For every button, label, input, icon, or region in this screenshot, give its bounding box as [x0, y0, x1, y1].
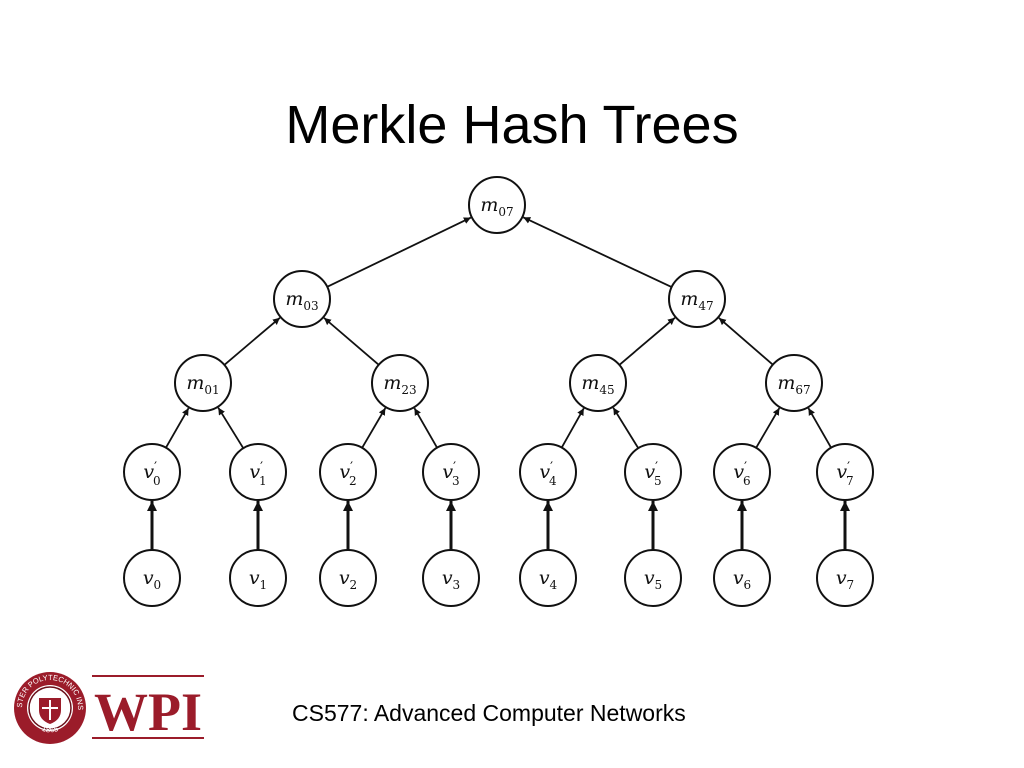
- node-circle: [123, 549, 181, 607]
- edge-m23-to-m03: [323, 317, 380, 366]
- node-circle: [765, 354, 823, 412]
- edge-vp6-to-m67: [755, 407, 781, 449]
- tree-node-m23: m23: [371, 354, 429, 412]
- edge-m67-to-m47: [718, 317, 774, 366]
- node-circle: [519, 549, 577, 607]
- edge-m45-to-m47: [618, 317, 676, 366]
- tree-node-v2: v2: [319, 549, 377, 607]
- node-label: v0: [143, 567, 161, 592]
- node-label: v′0: [143, 460, 160, 488]
- tree-node-m67: m67: [765, 354, 823, 412]
- node-circle: [713, 549, 771, 607]
- node-label: v′1: [249, 460, 266, 488]
- edge-vp7-to-m67: [807, 407, 832, 449]
- edge-m01-to-m03: [223, 317, 281, 366]
- node-circle: [519, 443, 577, 501]
- tree-node-vp4: v′4: [519, 443, 577, 501]
- node-circle: [624, 443, 682, 501]
- node-label: m03: [285, 288, 318, 313]
- node-label: m01: [186, 372, 219, 397]
- tree-node-vp0: v′0: [123, 443, 181, 501]
- node-label: v′5: [644, 460, 661, 488]
- footer-course-title: CS577: Advanced Computer Networks: [292, 700, 686, 726]
- node-label: v′6: [733, 460, 750, 488]
- slide-title: Merkle Hash Trees: [285, 95, 739, 155]
- tree-node-v5: v5: [624, 549, 682, 607]
- wpi-wordmark: WPI: [94, 682, 202, 742]
- node-circle: [229, 443, 287, 501]
- tree-node-v0: v0: [123, 549, 181, 607]
- tree-node-m45: m45: [569, 354, 627, 412]
- tree-node-v4: v4: [519, 549, 577, 607]
- node-label: v′3: [442, 460, 459, 488]
- node-label: m47: [680, 288, 713, 313]
- edge-vp3-to-m23: [413, 407, 438, 449]
- node-circle: [422, 443, 480, 501]
- edge-m03-to-m07: [326, 216, 472, 288]
- tree-node-vp6: v′6: [713, 443, 771, 501]
- node-circle: [371, 354, 429, 412]
- node-label: v4: [539, 567, 558, 592]
- tree-node-vp1: v′1: [229, 443, 287, 501]
- tree-node-m07: m07: [468, 176, 526, 234]
- tree-node-vp2: v′2: [319, 443, 377, 501]
- edge-vp2-to-m23: [361, 407, 387, 449]
- wpi-logo: WORCESTER POLYTECHNIC INSTITUTE 1865 WPI: [12, 670, 204, 744]
- node-label: v7: [836, 567, 854, 592]
- node-label: v5: [644, 567, 662, 592]
- edge-vp5-to-m45: [612, 407, 640, 449]
- edge-vp4-to-m45: [560, 407, 585, 449]
- tree-node-m01: m01: [174, 354, 232, 412]
- node-circle: [273, 270, 331, 328]
- tree-node-m03: m03: [273, 270, 331, 328]
- edge-vp1-to-m01: [217, 407, 245, 449]
- tree-node-v3: v3: [422, 549, 480, 607]
- node-circle: [174, 354, 232, 412]
- node-label: v′4: [539, 460, 557, 488]
- nodes-layer: m07 m03 m47 m01 m23 m45 m67 v′0 v′1 v′2 v′3 v′4 v′5 v…: [123, 176, 874, 607]
- merkle-tree-diagram: m07 m03 m47 m01 m23 m45 m67 v′0 v′1 v′2 v′3 v′4 v′5 v…: [123, 176, 874, 607]
- node-circle: [422, 549, 480, 607]
- edge-m47-to-m07: [522, 216, 673, 288]
- node-circle: [668, 270, 726, 328]
- node-circle: [816, 443, 874, 501]
- wpi-seal: WORCESTER POLYTECHNIC INSTITUTE 1865: [12, 670, 86, 744]
- node-circle: [319, 549, 377, 607]
- node-label: m23: [383, 372, 416, 397]
- node-circle: [319, 443, 377, 501]
- edge-vp0-to-m01: [165, 407, 190, 449]
- node-label: v′2: [339, 460, 356, 488]
- node-label: v3: [442, 567, 460, 592]
- tree-node-v6: v6: [713, 549, 771, 607]
- node-label: v2: [339, 567, 357, 592]
- node-label: m67: [777, 372, 810, 397]
- node-label: v′7: [836, 460, 853, 488]
- node-circle: [624, 549, 682, 607]
- node-label: v1: [249, 567, 267, 592]
- node-label: m07: [480, 194, 513, 219]
- tree-node-v7: v7: [816, 549, 874, 607]
- node-label: m45: [581, 372, 614, 397]
- tree-node-m47: m47: [668, 270, 726, 328]
- tree-node-vp7: v′7: [816, 443, 874, 501]
- node-label: v6: [733, 567, 751, 592]
- node-circle: [229, 549, 287, 607]
- node-circle: [123, 443, 181, 501]
- tree-node-vp5: v′5: [624, 443, 682, 501]
- seal-year: 1865: [41, 724, 60, 735]
- tree-node-vp3: v′3: [422, 443, 480, 501]
- node-circle: [816, 549, 874, 607]
- node-circle: [569, 354, 627, 412]
- edges-layer: [147, 216, 850, 550]
- node-circle: [468, 176, 526, 234]
- tree-node-v1: v1: [229, 549, 287, 607]
- node-circle: [713, 443, 771, 501]
